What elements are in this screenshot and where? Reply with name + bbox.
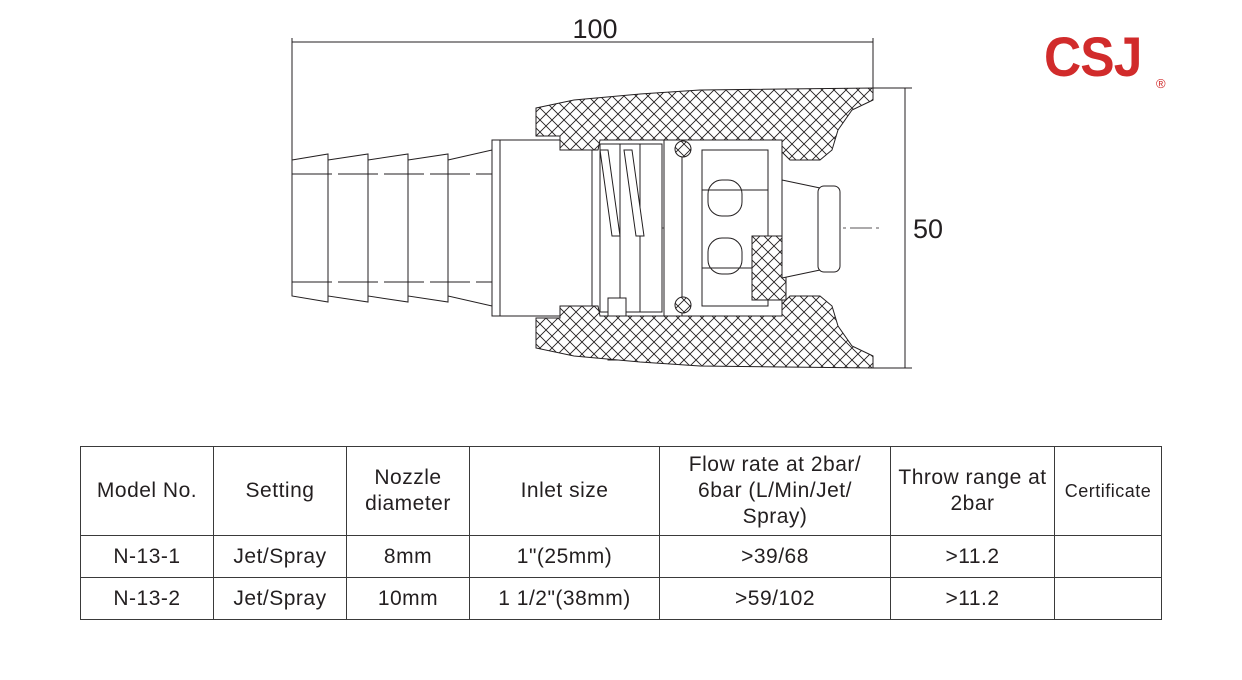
length-dimension: 100 bbox=[291, 14, 874, 160]
cell-nozzle-diameter: 10mm bbox=[346, 577, 470, 620]
header-model-no: Model No. bbox=[80, 446, 214, 536]
length-dimension-label: 100 bbox=[572, 14, 617, 44]
cell-inlet-size: 1"(25mm) bbox=[469, 535, 660, 578]
table-row: N-13-1 Jet/Spray 8mm 1"(25mm) >39/68 >11… bbox=[80, 535, 1162, 578]
header-inlet-size: Inlet size bbox=[469, 446, 660, 536]
brand-logo: CSJ ® bbox=[1040, 22, 1180, 102]
header-setting: Setting bbox=[213, 446, 347, 536]
cell-throw-range: >11.2 bbox=[890, 535, 1055, 578]
height-dimension: 50 bbox=[873, 87, 943, 369]
nozzle-technical-drawing: 100 50 bbox=[291, 14, 943, 369]
cell-flow-rate: >39/68 bbox=[659, 535, 891, 578]
inlet-body bbox=[491, 139, 663, 361]
cell-flow-rate: >59/102 bbox=[659, 577, 891, 620]
header-throw-range: Throw range at 2bar bbox=[890, 446, 1055, 536]
header-certificate: Certificate bbox=[1054, 446, 1162, 536]
cell-certificate bbox=[1054, 535, 1162, 578]
hose-barb bbox=[291, 149, 493, 307]
cell-model-no: N-13-1 bbox=[80, 535, 214, 578]
cell-inlet-size: 1 1/2"(38mm) bbox=[469, 577, 660, 620]
registered-mark: ® bbox=[1156, 76, 1166, 91]
internal-cartridge bbox=[663, 139, 841, 317]
specification-table: Model No. Setting Nozzle diameter Inlet … bbox=[80, 446, 1162, 620]
cell-nozzle-diameter: 8mm bbox=[346, 535, 470, 578]
cell-setting: Jet/Spray bbox=[213, 577, 347, 620]
height-dimension-label: 50 bbox=[913, 214, 943, 244]
brand-logo-text: CSJ bbox=[1044, 25, 1142, 88]
header-flow-rate: Flow rate at 2bar/ 6bar (L/Min/Jet/ Spra… bbox=[659, 446, 891, 536]
header-nozzle-diameter: Nozzle diameter bbox=[346, 446, 470, 536]
cell-throw-range: >11.2 bbox=[890, 577, 1055, 620]
nozzle-housing bbox=[535, 87, 874, 369]
table-header-row: Model No. Setting Nozzle diameter Inlet … bbox=[80, 446, 1162, 536]
table-row: N-13-2 Jet/Spray 10mm 1 1/2"(38mm) >59/1… bbox=[80, 577, 1162, 620]
cell-setting: Jet/Spray bbox=[213, 535, 347, 578]
cell-model-no: N-13-2 bbox=[80, 577, 214, 620]
cell-certificate bbox=[1054, 577, 1162, 620]
